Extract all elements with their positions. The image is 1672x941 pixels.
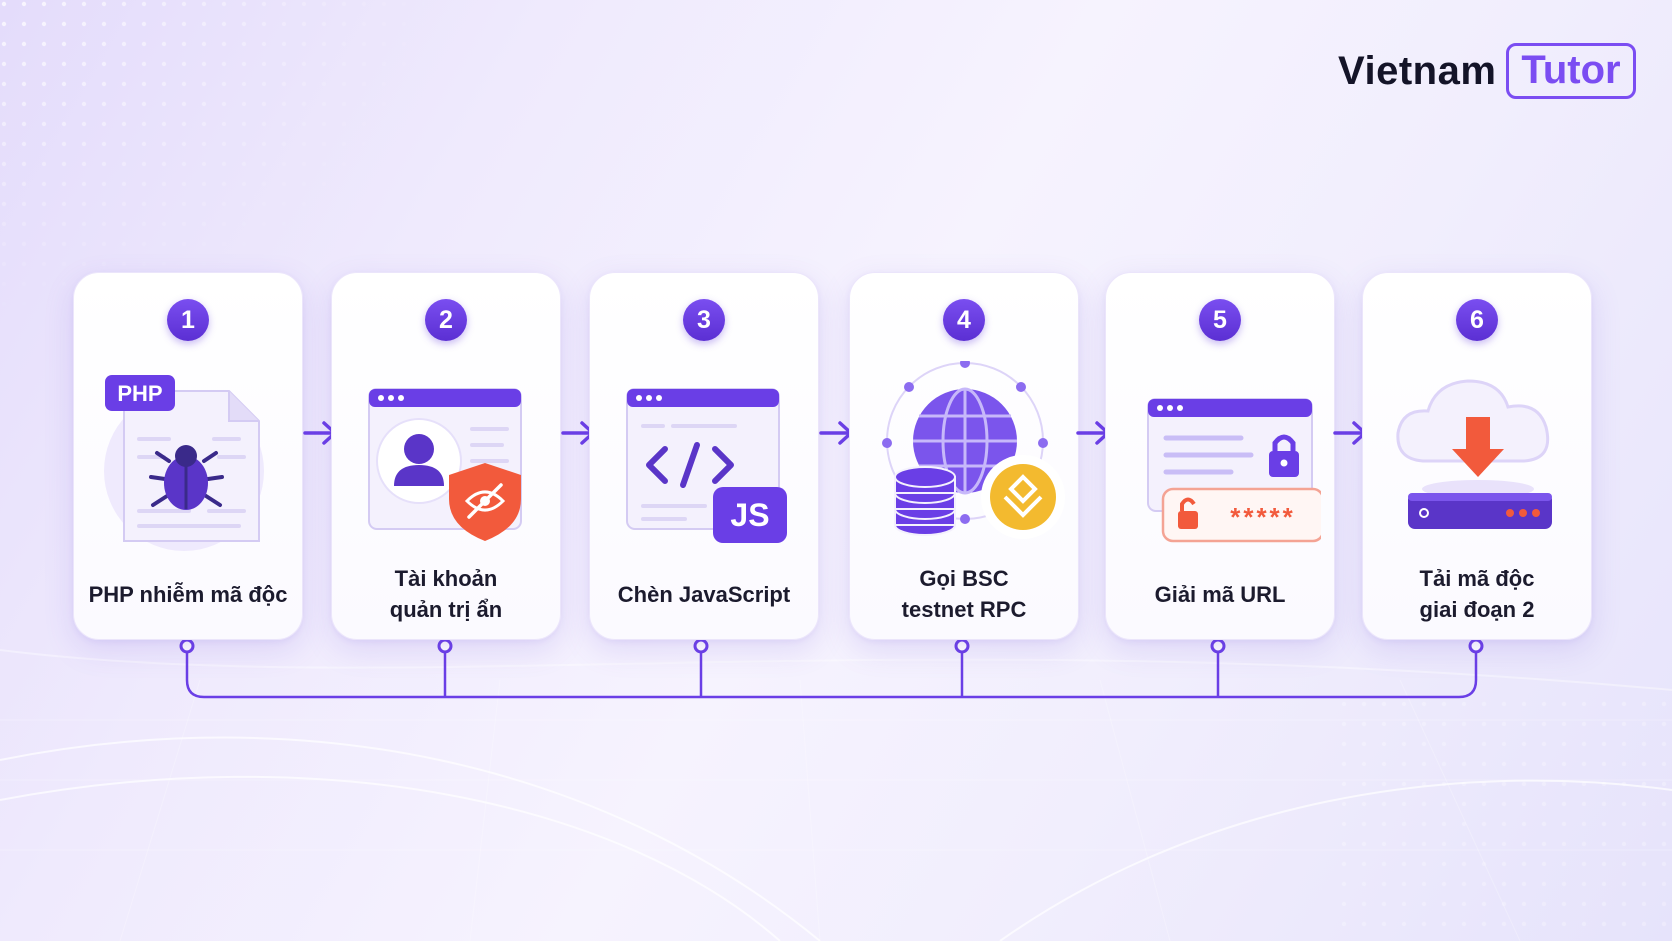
step-number-badge: 6 — [1456, 299, 1498, 341]
step-card-1: 1 PHP PHP nhiễm mã độc — [73, 272, 303, 640]
brand-name: Vietnam — [1338, 48, 1497, 93]
php-bug-file-icon: PHP — [104, 375, 264, 551]
step-number-badge: 1 — [167, 299, 209, 341]
cloud-download-icon — [1396, 379, 1552, 529]
step-label: Tải mã độc giai đoạn 2 — [1419, 566, 1535, 622]
js-tag: JS — [730, 497, 769, 533]
javascript-inject-icon: JS — [626, 388, 787, 543]
brand-boxed-name: Tutor — [1506, 43, 1636, 99]
bsc-globe-icon — [882, 361, 1065, 539]
decode-url-icon: ***** — [1147, 398, 1321, 543]
step-number-badge: 2 — [425, 299, 467, 341]
step-number-badge: 5 — [1199, 299, 1241, 341]
step-label: Tài khoản quản trị ẩn — [389, 566, 503, 622]
hidden-admin-icon — [368, 388, 522, 541]
step-card-5: 5 ***** Giải mã URL — [1105, 272, 1335, 640]
brand-logo: Vietnam Tutor — [1338, 43, 1636, 99]
step-label: Giải mã URL — [1154, 581, 1286, 607]
step-label: Gọi BSC testnet RPC — [901, 566, 1027, 622]
step-card-3: 3 JS Chèn JavaScript — [589, 272, 819, 640]
php-tag: PHP — [117, 381, 162, 406]
step-number-badge: 3 — [683, 299, 725, 341]
step-label: PHP nhiễm mã độc — [88, 581, 288, 607]
step-card-6: 6 Tải mã độc giai đoạn 2 — [1362, 272, 1592, 640]
step-number-badge: 4 — [943, 299, 985, 341]
step-card-4: 4 Gọi BSC testnet RPC — [849, 272, 1079, 640]
step-card-2: 2 Tài khoản quản trị ẩn — [331, 272, 561, 640]
step-label: Chèn JavaScript — [617, 581, 791, 607]
password-mask: ***** — [1230, 502, 1296, 532]
